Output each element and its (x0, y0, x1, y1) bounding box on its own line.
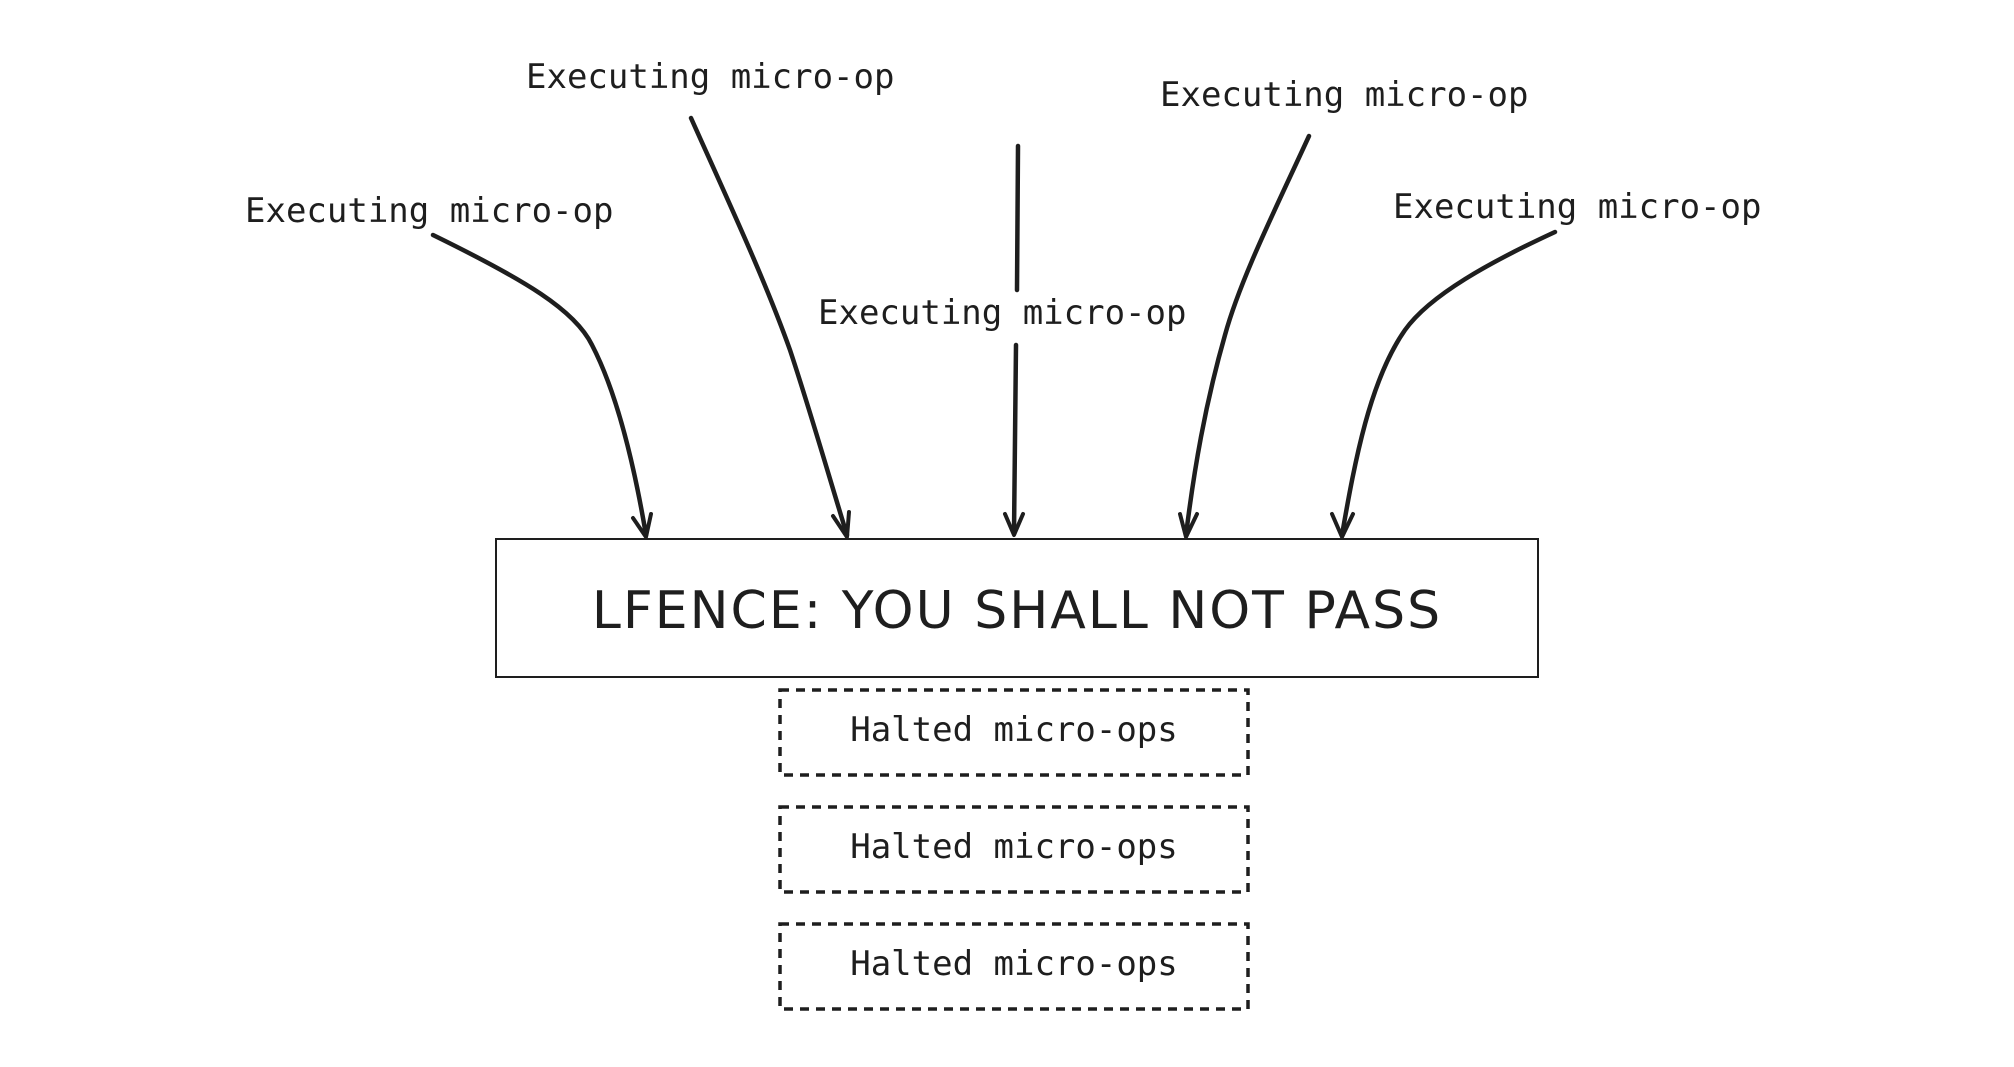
halted-box-2: Halted micro-ops (778, 805, 1250, 894)
halted-box-3: Halted micro-ops (778, 922, 1250, 1011)
executing-label-3: Executing micro-op (818, 293, 1186, 333)
executing-label-5: Executing micro-op (1393, 187, 1761, 227)
arrow-3 (1003, 143, 1025, 537)
halted-label-3: Halted micro-ops (850, 944, 1178, 984)
arrow-5 (1330, 229, 1558, 539)
lfence-label: LFENCE: YOU SHALL NOT PASS (592, 581, 1442, 641)
executing-label-2: Executing micro-op (526, 57, 894, 97)
arrow-1 (430, 232, 653, 539)
lfence-box: LFENCE: YOU SHALL NOT PASS (495, 538, 1539, 678)
halted-label-1: Halted micro-ops (850, 710, 1178, 750)
arrow-4 (1178, 133, 1312, 539)
arrow-2 (688, 115, 851, 539)
halted-label-2: Halted micro-ops (850, 827, 1178, 867)
executing-label-1: Executing micro-op (245, 191, 613, 231)
executing-label-4: Executing micro-op (1160, 75, 1528, 115)
halted-box-1: Halted micro-ops (778, 688, 1250, 777)
